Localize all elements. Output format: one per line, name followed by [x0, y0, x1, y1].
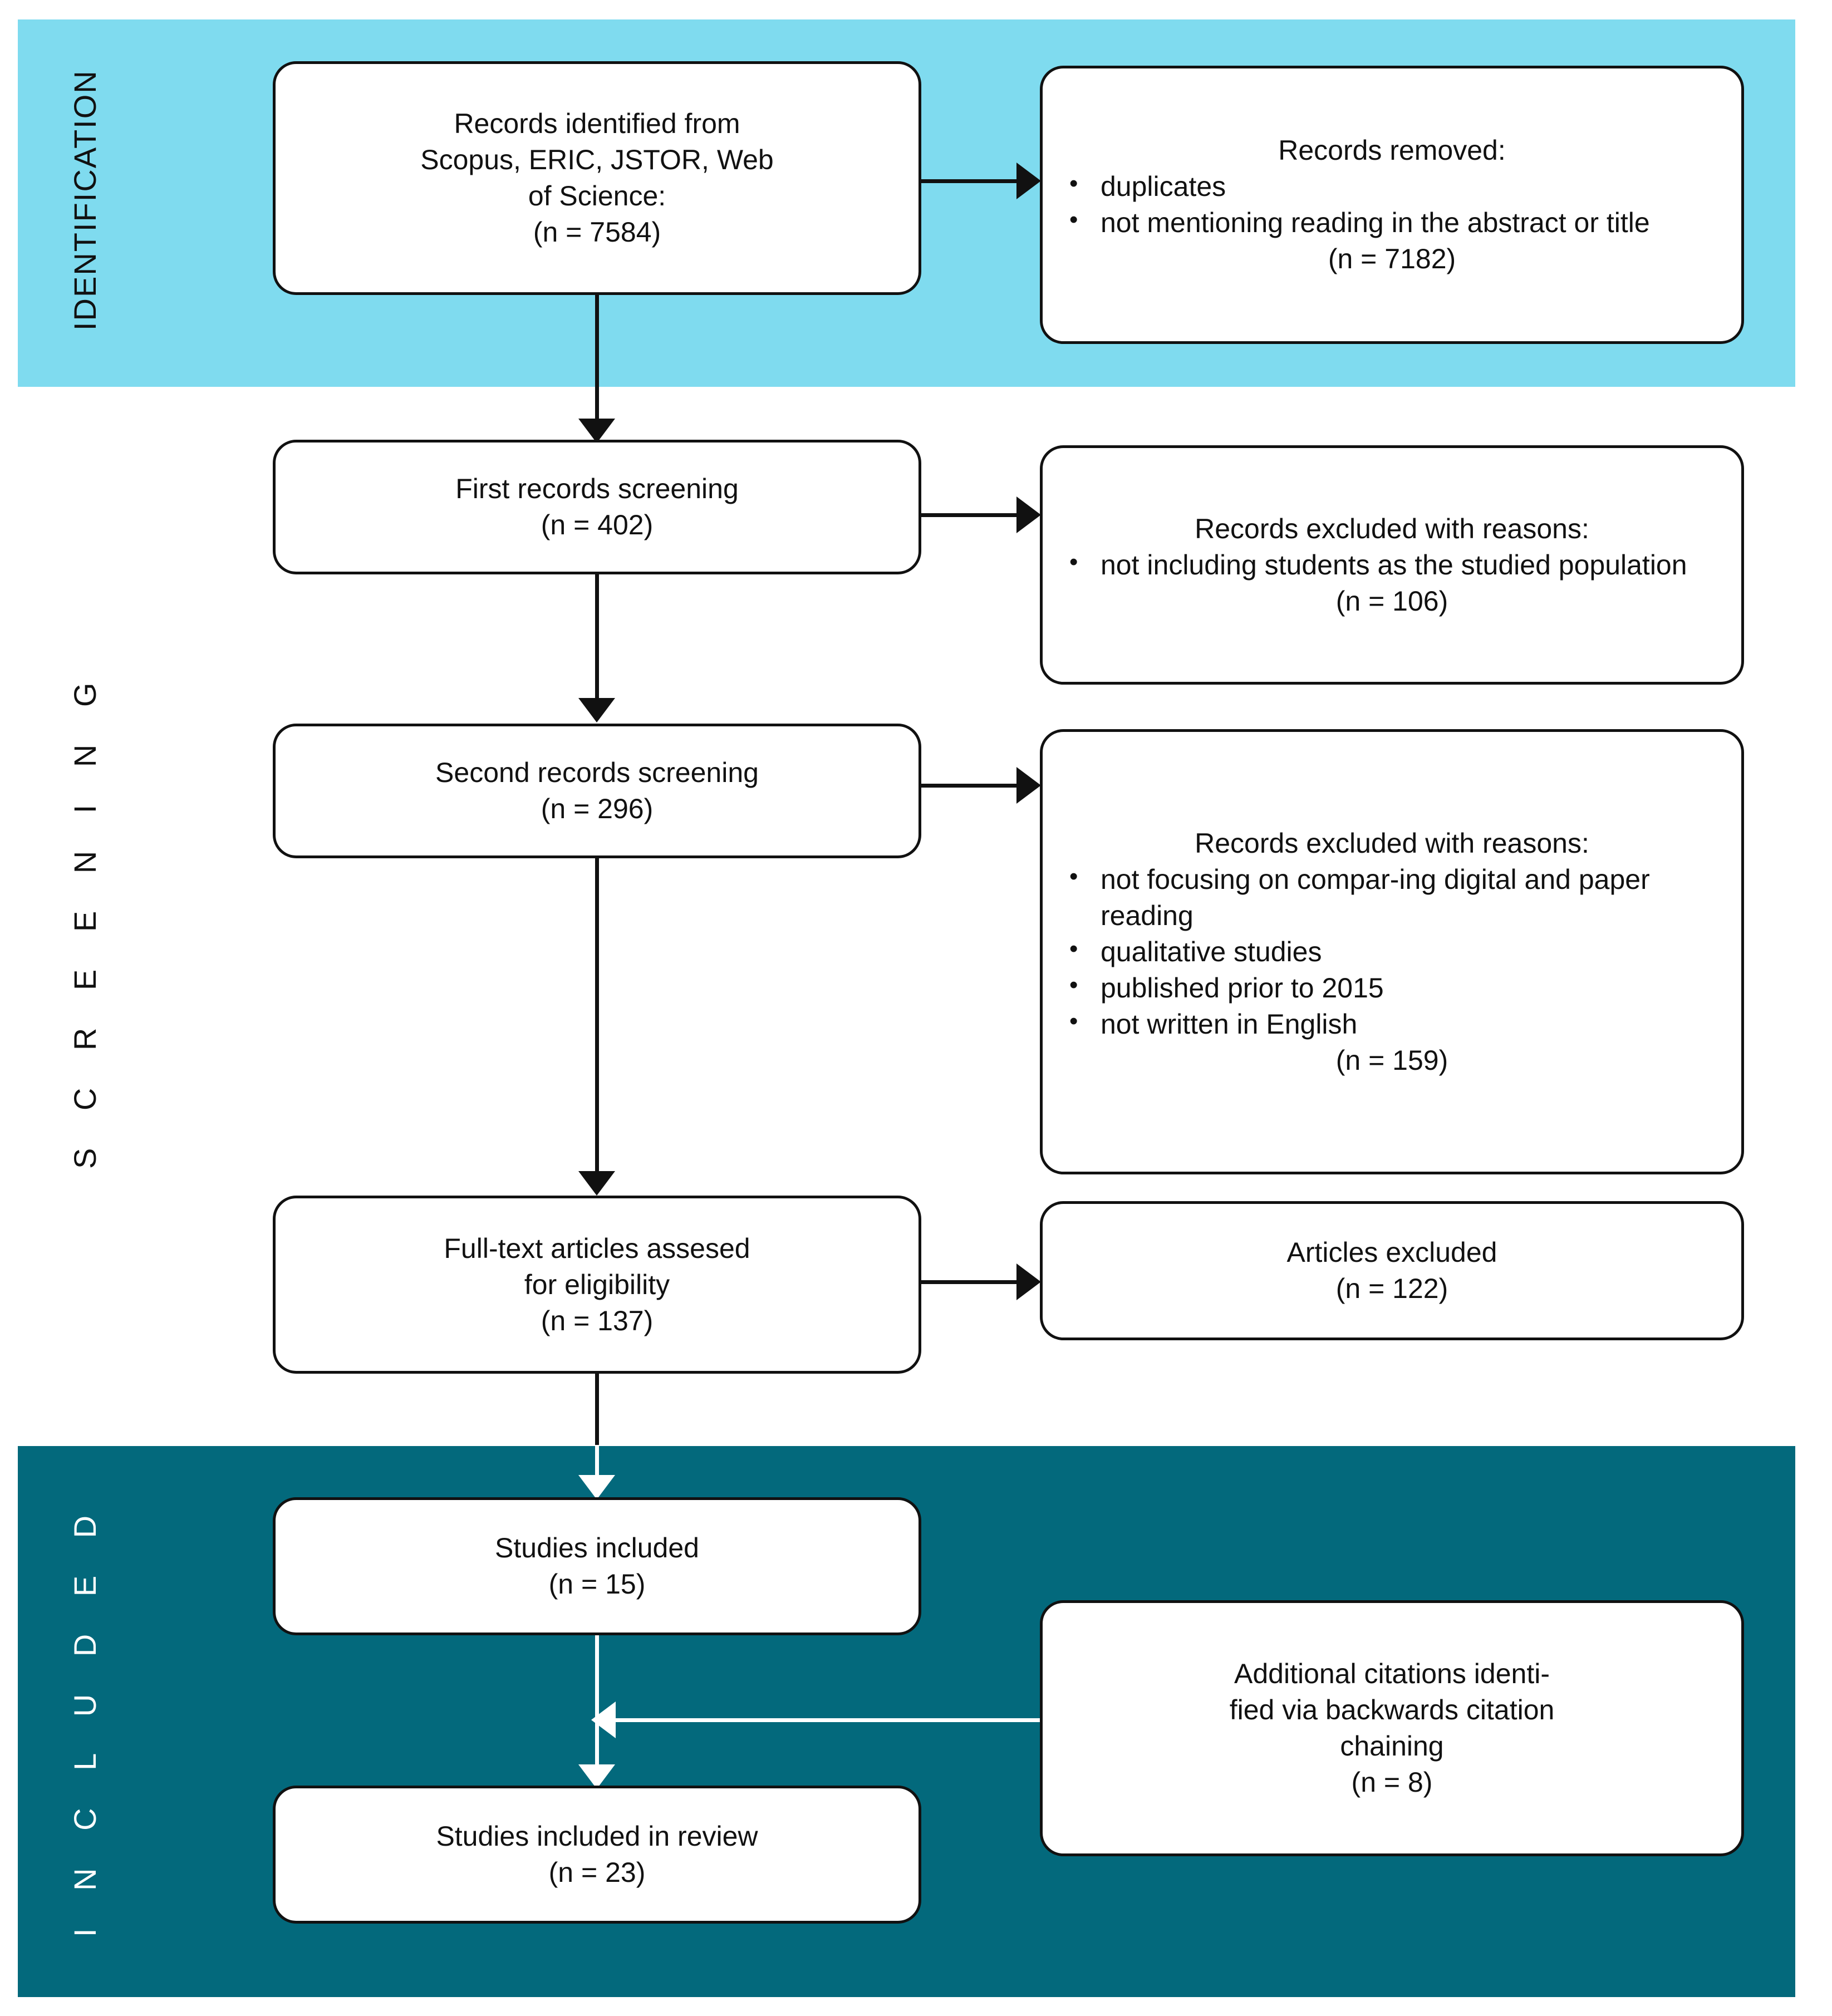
stage-label-identification: IDENTIFICATION	[67, 70, 102, 331]
box-studies-included: Studies included (n = 15)	[273, 1497, 921, 1635]
studies-included-label: Studies included	[495, 1532, 699, 1563]
records-identified-line-1: Records identified from	[454, 108, 740, 139]
additional-citations-count: (n = 8)	[1351, 1767, 1433, 1798]
list-item: not focusing on compar-ing digital and p…	[1057, 861, 1727, 934]
list-item: qualitative studies	[1057, 933, 1727, 970]
first-screening-label: First records screening	[455, 473, 739, 504]
connector-fulltext-to-studies-included	[595, 1374, 599, 1446]
excluded-first-bullets: not including students as the studied po…	[1057, 546, 1727, 583]
excluded-second-bullets: not focusing on compar-ing digital and p…	[1057, 861, 1727, 1043]
studies-included-review-count: (n = 23)	[548, 1857, 646, 1888]
additional-citations-line-1: Additional citations identi-	[1234, 1658, 1550, 1689]
arrow-fulltext-to-studies-included	[578, 1475, 615, 1499]
arrow-identified-to-first-screening	[578, 419, 615, 443]
fulltext-count: (n = 137)	[541, 1305, 654, 1336]
box-additional-citations: Additional citations identi- fied via ba…	[1040, 1600, 1744, 1856]
fulltext-line-1: Full-text articles assesed	[444, 1232, 750, 1264]
connector-identified-to-removed	[921, 179, 1028, 183]
connector-second-screening-to-excluded	[921, 784, 1028, 788]
arrow-first-screening-to-excluded	[1016, 496, 1041, 533]
arrow-fulltext-to-articles-excluded	[1016, 1263, 1041, 1300]
box-records-removed: Records removed: duplicates not mentioni…	[1040, 66, 1744, 344]
connector-additional-citations-to-merge	[612, 1718, 1040, 1722]
excluded-first-count: (n = 106)	[1335, 585, 1448, 617]
first-screening-count: (n = 402)	[541, 509, 654, 540]
excluded-first-title: Records excluded with reasons:	[1195, 513, 1589, 544]
box-fulltext-assessed: Full-text articles assesed for eligibili…	[273, 1196, 921, 1374]
list-item: not including students as the studied po…	[1057, 546, 1727, 583]
arrow-additional-citations-to-merge	[591, 1702, 616, 1738]
list-item: duplicates	[1057, 168, 1727, 205]
studies-included-review-label: Studies included in review	[436, 1821, 758, 1852]
additional-citations-line-3: chaining	[1340, 1730, 1444, 1762]
stage-label-screening: S C R E E N I N G	[67, 668, 102, 1169]
connector-first-to-second-screening	[595, 574, 599, 708]
additional-citations-line-2: fied via backwards citation	[1229, 1694, 1555, 1725]
connector-identified-to-first-screening	[595, 295, 599, 429]
excluded-second-count: (n = 159)	[1335, 1044, 1448, 1076]
records-identified-line-3: of Science:	[528, 180, 666, 212]
arrow-second-screening-to-excluded	[1016, 767, 1041, 804]
second-screening-count: (n = 296)	[541, 793, 654, 824]
box-articles-excluded: Articles excluded (n = 122)	[1040, 1201, 1744, 1340]
list-item: published prior to 2015	[1057, 969, 1727, 1006]
articles-excluded-count: (n = 122)	[1335, 1273, 1448, 1304]
box-records-identified: Records identified from Scopus, ERIC, JS…	[273, 61, 921, 295]
box-excluded-first: Records excluded with reasons: not inclu…	[1040, 445, 1744, 685]
box-second-screening: Second records screening (n = 296)	[273, 724, 921, 858]
connector-fulltext-to-studies-included-white	[595, 1445, 599, 1477]
connector-first-screening-to-excluded	[921, 513, 1028, 517]
records-identified-line-2: Scopus, ERIC, JSTOR, Web	[420, 144, 774, 175]
articles-excluded-label: Articles excluded	[1286, 1237, 1497, 1268]
second-screening-label: Second records screening	[435, 757, 759, 788]
arrow-second-screening-to-fulltext	[578, 1171, 615, 1196]
records-removed-title: Records removed:	[1278, 135, 1506, 166]
box-excluded-second: Records excluded with reasons: not focus…	[1040, 729, 1744, 1174]
studies-included-count: (n = 15)	[548, 1568, 646, 1600]
excluded-second-title: Records excluded with reasons:	[1195, 827, 1589, 859]
list-item: not written in English	[1057, 1005, 1727, 1043]
arrow-studies-included-to-review	[578, 1764, 615, 1789]
records-removed-bullets: duplicates not mentioning reading in the…	[1057, 168, 1727, 241]
connector-fulltext-to-articles-excluded	[921, 1280, 1028, 1284]
arrow-identified-to-removed	[1016, 163, 1041, 199]
box-studies-included-in-review: Studies included in review (n = 23)	[273, 1786, 921, 1924]
box-first-screening: First records screening (n = 402)	[273, 440, 921, 574]
fulltext-line-2: for eligibility	[524, 1268, 670, 1300]
arrow-first-to-second-screening	[578, 698, 615, 722]
records-identified-count: (n = 7584)	[533, 217, 661, 248]
list-item: not mentioning reading in the abstract o…	[1057, 204, 1727, 241]
stage-label-included: I N C L U D E D	[67, 1501, 102, 1937]
connector-second-screening-to-fulltext	[595, 858, 599, 1181]
records-removed-count: (n = 7182)	[1328, 243, 1456, 274]
